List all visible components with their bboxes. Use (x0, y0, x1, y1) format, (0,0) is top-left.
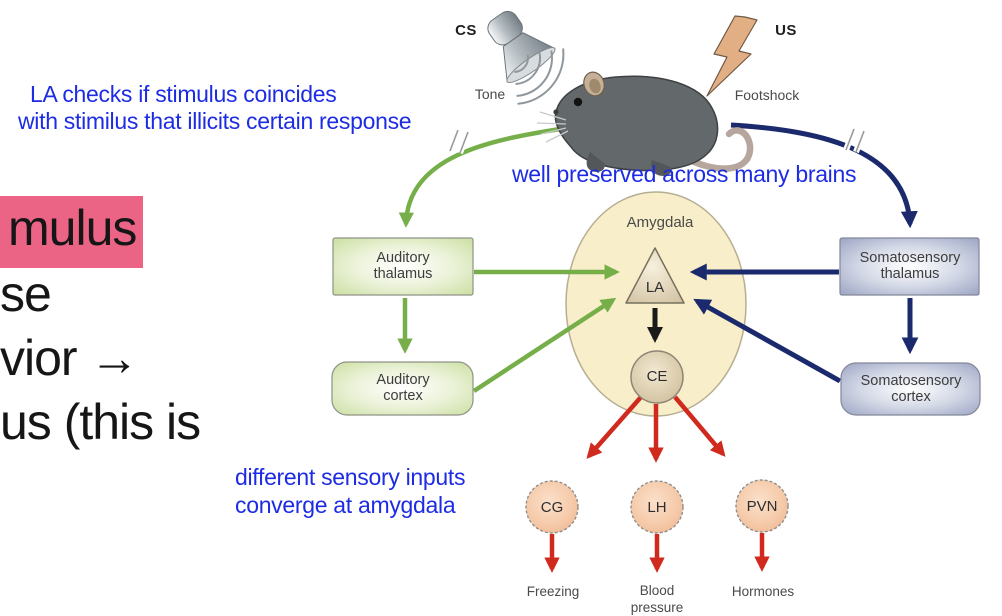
somatosensory-arrows (689, 263, 919, 384)
auditory-cortex-line2: cortex (383, 388, 423, 404)
us-label: US (775, 22, 797, 39)
freezing-label: Freezing (527, 583, 580, 600)
sound-waves-icon (514, 48, 565, 105)
auditory-cortex-label: Auditory cortex (376, 372, 429, 404)
somatosensory-thalamus-line1: Somatosensory (859, 250, 961, 266)
freezing-line1: Freezing (526, 584, 580, 599)
auditory-thalamus-label: Auditory thalamus (374, 250, 433, 282)
slide-text-fragment-4: us (this is (0, 394, 201, 450)
break-mark-us (843, 127, 867, 154)
la-node-label: LA (645, 279, 665, 296)
lightning-icon (706, 15, 758, 97)
output-arrows (544, 395, 770, 573)
auditory-thalamus-box (332, 237, 474, 296)
auditory-cortex-box (331, 361, 474, 416)
footshock-label: Footshock (734, 87, 800, 103)
break-mark-cs (447, 128, 471, 155)
cs-label: CS (455, 22, 477, 39)
slide-text-fragment-1: mulus (8, 200, 137, 256)
ce-circle (630, 350, 684, 404)
pink-highlight (0, 196, 143, 268)
annotation-well-preserved: well preserved across many brains (512, 161, 857, 187)
blood-pressure-line1: Blood (639, 583, 675, 598)
cs-pathway-curve (398, 126, 561, 228)
somatosensory-thalamus-label: Somatosensory thalamus (860, 250, 961, 282)
somatosensory-thalamus-box (839, 237, 980, 296)
speaker-icon (487, 10, 556, 83)
somatosensory-cortex-box (840, 362, 981, 416)
blood-pressure-label: Blood pressure (631, 582, 684, 616)
somatosensory-cortex-label: Somatosensory cortex (861, 373, 962, 405)
amygdala-label: Amygdala (626, 214, 694, 231)
somatosensory-thalamus-line2: thalamus (880, 266, 940, 282)
la-triangle (625, 247, 685, 304)
slide-text-fragment-3: vior → (0, 330, 139, 386)
annotation-la-checks-line1: LA checks if stimulus coincides (30, 81, 337, 107)
auditory-arrows (397, 264, 620, 393)
somatosensory-cortex-line2: cortex (891, 389, 931, 405)
auditory-cortex-line1: Auditory (376, 372, 430, 388)
hormones-line1: Hormones (731, 584, 795, 599)
slide-text-fragment-2: se (0, 266, 52, 322)
tone-label: Tone (474, 86, 506, 102)
auditory-thalamus-line1: Auditory (376, 250, 430, 266)
pvn-node-label: PVN (746, 498, 778, 515)
somatosensory-cortex-line1: Somatosensory (860, 373, 962, 389)
annotation-converge-line1: different sensory inputs (235, 464, 466, 490)
ce-node-label: CE (646, 368, 668, 385)
rat-illustration (536, 71, 754, 176)
annotation-converge-line2: converge at amygdala (235, 492, 456, 518)
cg-node-label: CG (540, 499, 564, 516)
output-nodes (525, 479, 789, 534)
lh-node-label: LH (647, 499, 667, 516)
auditory-thalamus-line2: thalamus (373, 266, 433, 282)
hormones-label: Hormones (732, 583, 794, 600)
annotation-la-checks-line2: with stimilus that illicits certain resp… (18, 108, 412, 134)
blood-pressure-line2: pressure (630, 600, 684, 615)
